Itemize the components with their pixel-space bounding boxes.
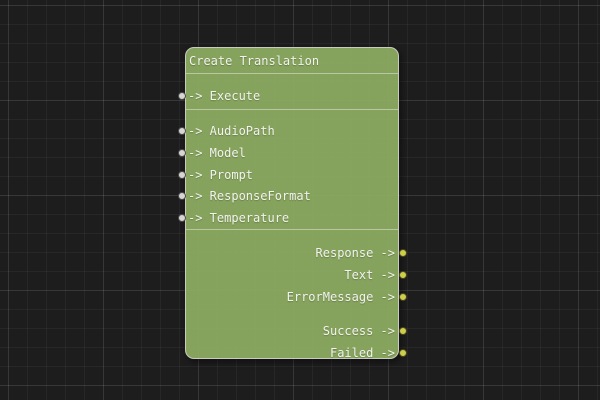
output-pin-row-errormessage: ErrorMessage -> bbox=[186, 288, 407, 306]
input-pin-execute[interactable] bbox=[178, 92, 186, 100]
exec-separator bbox=[186, 109, 398, 110]
output-pin-row-failed: Failed -> bbox=[186, 344, 407, 362]
input-pin-model[interactable] bbox=[178, 149, 186, 157]
title-separator bbox=[186, 73, 398, 74]
output-pin-label: Response -> bbox=[315, 246, 395, 260]
output-pin-label: ErrorMessage -> bbox=[286, 290, 395, 304]
input-pin-label: -> ResponseFormat bbox=[188, 189, 311, 203]
input-pin-label: -> Prompt bbox=[188, 168, 254, 182]
output-pin-errormessage[interactable] bbox=[399, 293, 407, 301]
input-pin-row-temperature: -> Temperature bbox=[178, 209, 398, 227]
outputs-separator bbox=[186, 229, 398, 230]
output-pin-row-success: Success -> bbox=[186, 322, 407, 340]
output-pin-text[interactable] bbox=[399, 271, 407, 279]
output-pin-label: Failed -> bbox=[329, 346, 395, 360]
input-pin-responseformat[interactable] bbox=[178, 192, 186, 200]
input-pin-temperature[interactable] bbox=[178, 214, 186, 222]
input-pin-row-responseformat: -> ResponseFormat bbox=[178, 187, 398, 205]
output-pin-row-response: Response -> bbox=[186, 244, 407, 262]
input-pin-label: -> AudioPath bbox=[188, 124, 275, 138]
output-pin-response[interactable] bbox=[399, 249, 407, 257]
input-pin-row-prompt: -> Prompt bbox=[178, 166, 398, 184]
input-pin-row-execute: -> Execute bbox=[178, 87, 398, 105]
output-pin-row-text: Text -> bbox=[186, 266, 407, 284]
input-pin-label: -> Model bbox=[188, 146, 246, 160]
node-title: Create Translation bbox=[189, 54, 320, 68]
node-create-translation[interactable]: Create Translation -> Execute -> AudioPat… bbox=[178, 47, 407, 362]
output-pin-success[interactable] bbox=[399, 327, 407, 335]
input-pin-label: -> Temperature bbox=[188, 211, 290, 225]
output-pin-label: Text -> bbox=[344, 268, 395, 282]
output-pin-failed[interactable] bbox=[399, 349, 407, 357]
input-pin-prompt[interactable] bbox=[178, 171, 186, 179]
input-pin-audiopath[interactable] bbox=[178, 127, 186, 135]
input-pin-row-model: -> Model bbox=[178, 144, 398, 162]
input-pin-label: -> Execute bbox=[188, 89, 261, 103]
input-pin-row-audiopath: -> AudioPath bbox=[178, 122, 398, 140]
output-pin-label: Success -> bbox=[322, 324, 395, 338]
